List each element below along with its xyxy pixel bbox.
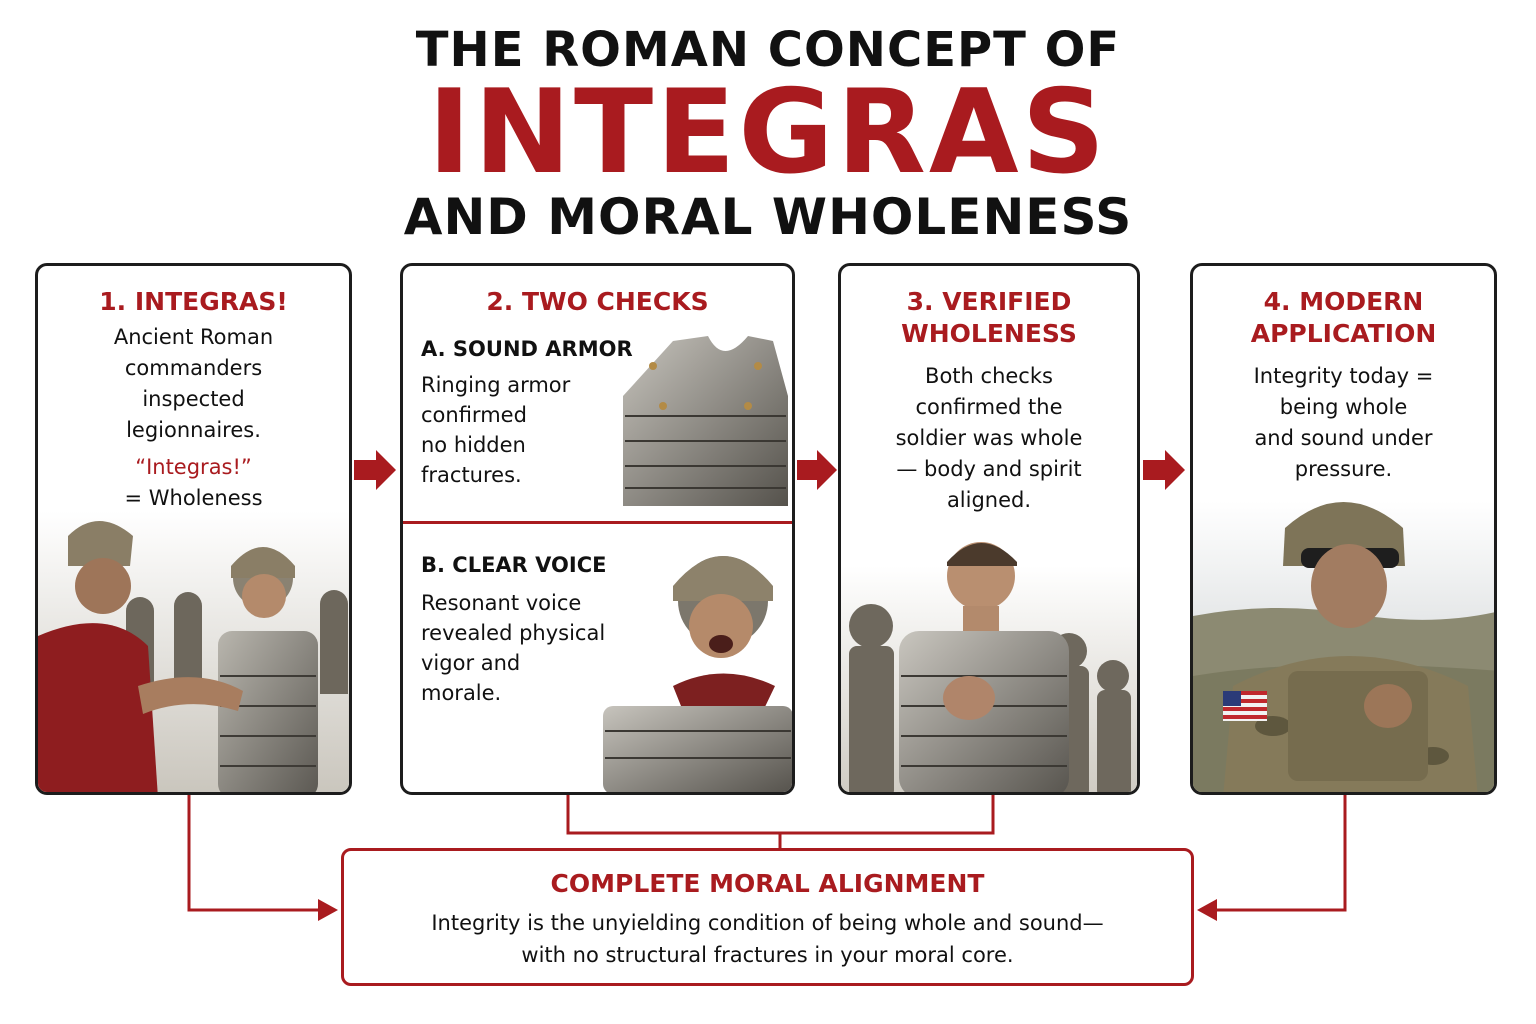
- check-a-description: Ringing armor confirmed no hidden fractu…: [421, 370, 570, 490]
- commander-inspection-illustration: [38, 511, 349, 792]
- arrow-3-to-4: [1143, 450, 1185, 490]
- check-b-text-line: vigor and: [421, 651, 521, 675]
- shouting-legionary-icon: [603, 556, 792, 792]
- conclusion-text-line: with no structural fractures in your mor…: [521, 943, 1014, 967]
- panel-3-title-line: 3. VERIFIED: [906, 287, 1072, 316]
- check-b-title: B. CLEAR VOICE: [421, 553, 607, 577]
- panel-1-text-line: inspected: [142, 387, 245, 411]
- panel-1-text-line: commanders: [124, 356, 263, 380]
- panel-two-checks: 2. TWO CHECKS A. SOUND ARMOR Ringing arm…: [400, 263, 795, 795]
- connector-panels2-3-bracket: [566, 795, 995, 835]
- panel-4-title-line: 4. MODERN: [1263, 287, 1424, 316]
- panel-4-text-line: Integrity today =: [1253, 364, 1434, 388]
- checks-divider: [403, 521, 792, 524]
- panel-4-title-line: APPLICATION: [1250, 319, 1437, 348]
- panel-3-text-line: soldier was whole: [895, 426, 1083, 450]
- check-b-description: Resonant voice revealed physical vigor a…: [421, 588, 605, 708]
- check-b-text-line: morale.: [421, 681, 502, 705]
- arrow-1-to-2: [354, 450, 396, 490]
- panel-modern-application: 4. MODERN APPLICATION Integrity today = …: [1190, 263, 1497, 795]
- arrow-2-to-3: [797, 450, 837, 490]
- arrowhead-right-in: [1197, 899, 1217, 921]
- panel-3-text-line: aligned.: [946, 488, 1032, 512]
- check-a-text-line: no hidden: [421, 433, 526, 457]
- panel-3-description: Both checks confirmed the soldier was wh…: [841, 361, 1137, 516]
- panel-4-description: Integrity today = being whole and sound …: [1193, 361, 1494, 485]
- modern-soldier-illustration: [1193, 501, 1494, 792]
- panel-verified-wholeness: 3. VERIFIED WHOLENESS Both checks confir…: [838, 263, 1140, 795]
- panel-3-text-line: Both checks: [925, 364, 1053, 388]
- check-b-text-line: Resonant voice: [421, 591, 582, 615]
- check-a-text-line: Ringing armor: [421, 373, 571, 397]
- panel-4-text-line: being whole: [1279, 395, 1408, 419]
- armor-and-voice-illustrations: [603, 336, 792, 792]
- conclusion-text: Integrity is the unyielding condition of…: [344, 907, 1191, 971]
- conclusion-text-line: Integrity is the unyielding condition of…: [431, 911, 1104, 935]
- connector-panel4-to-conclusion: [1214, 795, 1347, 912]
- panel-1-text-line: Ancient Roman: [113, 325, 274, 349]
- title-main-word: INTEGRAS: [427, 65, 1109, 200]
- conclusion-box: COMPLETE MORAL ALIGNMENT Integrity is th…: [341, 848, 1194, 986]
- check-a-text-line: fractures.: [421, 463, 522, 487]
- panel-1-text-line: legionnaires.: [126, 418, 261, 442]
- panel-1-meaning: = Wholeness: [124, 486, 263, 510]
- check-b-text-line: revealed physical: [421, 621, 606, 645]
- title-line-3: AND MORAL WHOLENESS: [403, 188, 1133, 246]
- panel-3-title-line: WHOLENESS: [901, 319, 1077, 348]
- connector-panel1-to-conclusion: [187, 795, 322, 912]
- arrowhead-left-in: [318, 899, 338, 921]
- panel-1-quote: “Integras!”: [135, 455, 252, 479]
- panel-3-text-line: — body and spirit: [896, 457, 1082, 481]
- us-flag-patch-icon: [1223, 691, 1267, 721]
- legionary-hand-on-heart-illustration: [841, 542, 1137, 792]
- panel-1-description: Ancient Roman commanders inspected legio…: [38, 322, 349, 514]
- panel-integras: 1. INTEGRAS! Ancient Roman commanders in…: [35, 263, 352, 795]
- panel-2-title: 2. TWO CHECKS: [486, 287, 709, 316]
- panel-3-title: 3. VERIFIED WHOLENESS: [841, 286, 1137, 350]
- panel-4-text-line: pressure.: [1294, 457, 1393, 481]
- check-a-text-line: confirmed: [421, 403, 527, 427]
- title-line-1: THE ROMAN CONCEPT OF: [415, 22, 1121, 78]
- panel-4-text-line: and sound under: [1254, 426, 1433, 450]
- panel-1-title: 1. INTEGRAS!: [99, 287, 288, 316]
- panel-3-text-line: confirmed the: [915, 395, 1063, 419]
- conclusion-title: COMPLETE MORAL ALIGNMENT: [550, 869, 985, 898]
- lorica-armor-icon: [623, 336, 788, 506]
- panel-4-title: 4. MODERN APPLICATION: [1193, 286, 1494, 350]
- check-a-title: A. SOUND ARMOR: [421, 337, 633, 361]
